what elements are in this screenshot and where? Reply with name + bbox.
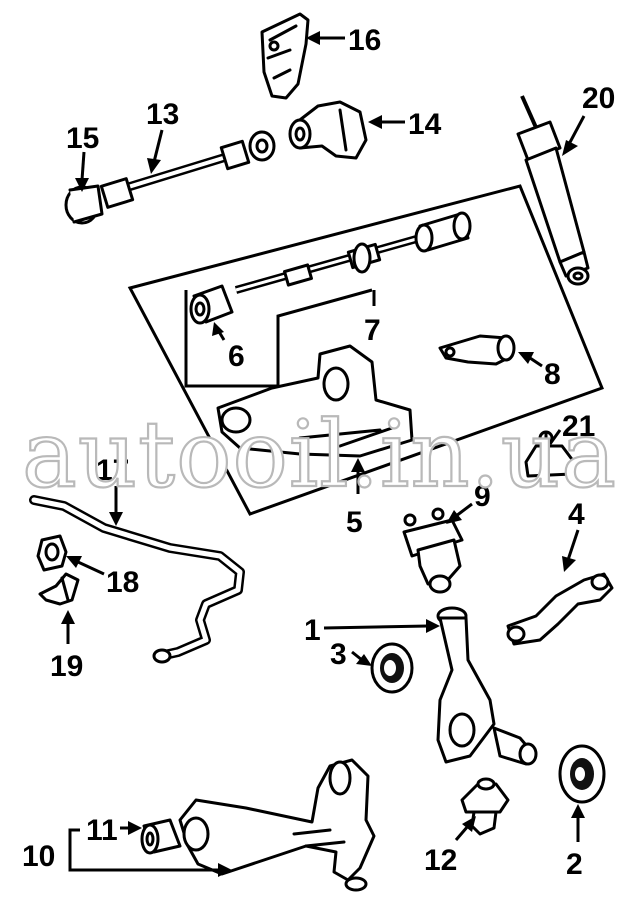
part-13-shaft [99, 139, 251, 209]
part-18-bushing [36, 534, 68, 572]
callout-17: 17 [96, 454, 129, 526]
part-4-steering-arm [506, 572, 614, 646]
part-7-shaft-assembly [234, 211, 472, 294]
callout-12: 12 [424, 816, 476, 877]
callout-2: 2 [566, 804, 585, 881]
part-14-anchor-arm [288, 100, 368, 160]
watermark-text: autooil.in.ua [22, 401, 617, 508]
callout-14: 14 [368, 108, 442, 141]
callout-4: 4 [562, 498, 585, 572]
part-8-link [438, 334, 516, 366]
part-5-upper-control-arm [216, 344, 414, 458]
callout-18-label: 18 [106, 566, 139, 599]
callout-9: 9 [446, 480, 491, 524]
callout-13: 13 [146, 98, 179, 174]
callout-10-label: 10 [22, 840, 55, 873]
callout-7-label: 7 [364, 314, 381, 347]
callout-15: 15 [66, 122, 99, 192]
callout-11-label: 11 [86, 814, 118, 847]
part-12-lower-ball-joint [460, 777, 510, 836]
part-6-bushing [189, 284, 234, 325]
callout-20-label: 20 [582, 82, 615, 115]
callout-5: 5 [346, 458, 365, 539]
callout-21-label: 21 [562, 410, 595, 443]
callout-3: 3 [330, 638, 372, 671]
callout-2-label: 2 [566, 848, 583, 881]
callout-19-label: 19 [50, 650, 83, 683]
callout-15-label: 15 [66, 122, 99, 155]
part-17-stabilizer-bar [29, 495, 245, 664]
callout-13-label: 13 [146, 98, 179, 131]
callout-19: 19 [50, 610, 83, 683]
callout-21: 21 [548, 410, 595, 445]
callout-1: 1 [304, 614, 440, 647]
callout-12-label: 12 [424, 844, 457, 877]
callout-6-label: 6 [228, 340, 245, 373]
callout-3-label: 3 [330, 638, 347, 671]
callout-14-label: 14 [408, 108, 442, 141]
part-16-bracket [260, 12, 310, 100]
callout-11: 11 [86, 814, 142, 847]
callout-18: 18 [66, 556, 139, 599]
kit-frame [127, 184, 604, 516]
part-13-center-bushing [248, 130, 276, 162]
part-9-ball-joint [402, 507, 464, 594]
part-3-dust-seal [370, 642, 414, 694]
part-15-bushing [64, 184, 104, 225]
callout-7: 7 [364, 290, 381, 347]
callout-16-label: 16 [348, 24, 381, 57]
callout-8: 8 [518, 352, 561, 391]
callout-10: 10 [22, 828, 232, 877]
callout-1-label: 1 [304, 614, 321, 647]
part-2-dust-shield [558, 744, 606, 804]
part-1-steering-knuckle [436, 606, 538, 766]
part-11-bushing [140, 818, 182, 855]
part-20-shock-absorber [516, 95, 590, 286]
part-19-bracket [38, 572, 80, 606]
callout-16: 16 [306, 24, 381, 57]
part-21-bump-stop [524, 430, 576, 478]
callout-5-label: 5 [346, 506, 363, 539]
callout-17-label: 17 [96, 454, 129, 487]
callout-4-label: 4 [568, 498, 585, 531]
callout-8-label: 8 [544, 358, 561, 391]
callout-9-label: 9 [474, 480, 491, 513]
callout-6: 6 [212, 322, 245, 373]
callout-20: 20 [562, 82, 615, 156]
